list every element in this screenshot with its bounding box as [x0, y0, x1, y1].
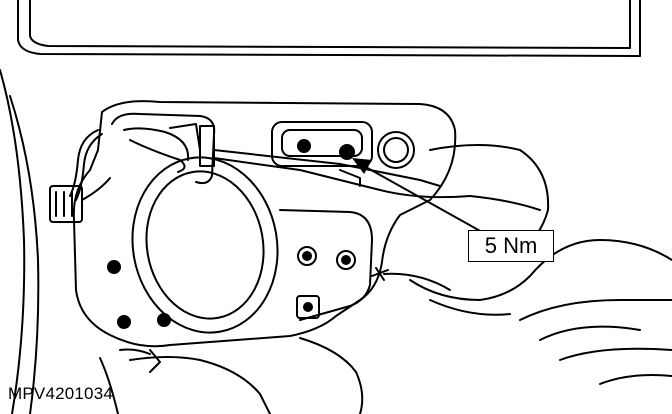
door-window-frame: [17, 0, 641, 57]
lock-rods: [213, 149, 471, 199]
wiring-harness: [49, 129, 111, 223]
door-edge: [0, 69, 40, 414]
latch-housing: [271, 121, 415, 169]
figure-code: MPV4201034: [8, 384, 114, 403]
torque-callout: 5 Nm: [468, 230, 554, 262]
latch-screw-2: [339, 144, 355, 160]
door-handle-mechanism: [111, 112, 216, 185]
latch-screw-1: [297, 139, 311, 153]
carrier-plate-bolts: [107, 246, 356, 329]
door-inner-panel: [72, 100, 457, 348]
speaker-opening: [131, 156, 279, 334]
callout-leader-arrow: [352, 158, 483, 233]
